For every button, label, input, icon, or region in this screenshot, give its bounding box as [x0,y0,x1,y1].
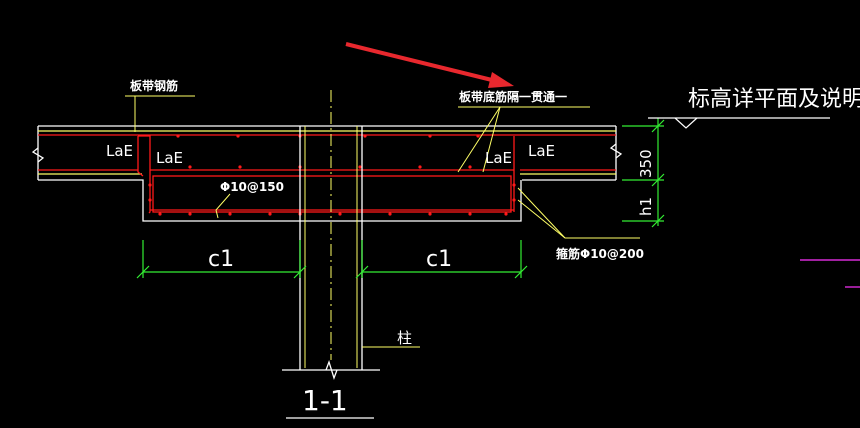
column-label: 柱 [397,329,412,347]
dim-350: 350 [637,149,655,178]
dim-h1: h1 [637,197,655,216]
dim-c1-left: c1 [208,247,234,272]
lae-right-outer: LaE [528,142,555,160]
annotation-arrow [345,42,514,88]
dim-c1-right: c1 [426,247,452,272]
slab-yellow-lines [38,130,616,175]
magenta-mark [800,259,860,288]
lae-left-outer: LaE [106,142,133,160]
column-yellow-lines [304,126,358,368]
stirrup-bottom-label: Φ10@150 [220,180,284,194]
elevation-note: 标高详平面及说明 [688,87,860,112]
slab-band-rebar-label: 板带钢筋 [130,78,178,93]
elevation-symbol [648,117,830,129]
lae-right-inner: LaE [485,149,512,167]
section-title: 1-1 [302,384,348,417]
rebar-dots [148,134,516,216]
slab-band-bottom-rebar-label: 板带底筋隔一贯通一 [459,89,567,104]
lae-left-inner: LaE [156,149,183,167]
stirrup-side-label: 箍筋Φ10@200 [555,246,644,261]
dimension-lines [136,118,665,279]
